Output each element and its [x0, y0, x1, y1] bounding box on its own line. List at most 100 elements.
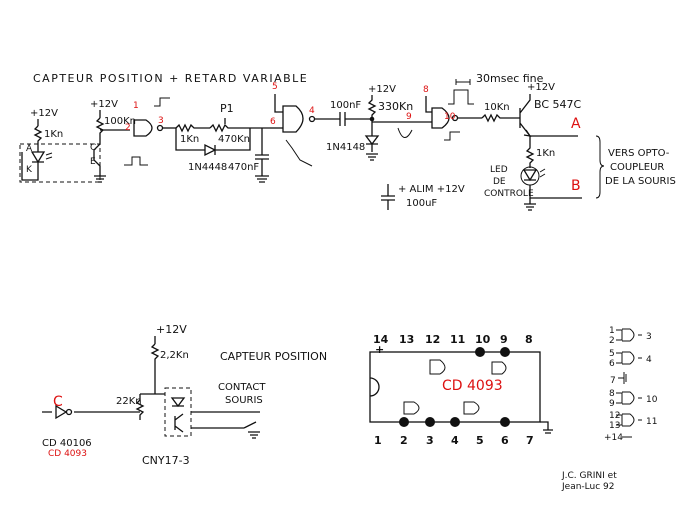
switch-contact — [232, 421, 257, 429]
resistor-2k2 — [150, 343, 160, 394]
chip-bottom-pin-4: 4 — [451, 434, 459, 447]
pin-4: 4 — [309, 106, 315, 116]
chip-gate-upper-1 — [429, 359, 446, 375]
output-brace — [595, 135, 605, 199]
pin-8: 8 — [423, 85, 429, 95]
inverter-cd40106 — [55, 404, 68, 420]
top-title: CAPTEUR POSITION + RETARD VARIABLE — [33, 72, 308, 85]
label-r-1k-b: 1Kn — [180, 134, 199, 145]
capacitor-100nf — [339, 112, 372, 126]
legend-gate-3-out: 10 — [646, 395, 658, 405]
label-r-1k-a: 1Kn — [44, 129, 63, 140]
chip-bottom-pin-5: 5 — [476, 434, 484, 447]
ground-1n4148 — [366, 153, 378, 161]
wave-gate-1-out — [154, 97, 170, 107]
wave-gate-2 — [285, 139, 313, 167]
chip-top-pin-13: 13 — [399, 333, 414, 346]
label-r-100k: 100Kn — [104, 116, 136, 127]
legend-gate-1-in-a: 1 — [609, 326, 615, 336]
label-r-470k: 470Kn — [218, 134, 250, 145]
legend-gate-3-in-b: 9 — [609, 399, 615, 409]
credits-line-1: J.C. GRINI et — [561, 471, 617, 481]
phototransistor-symbol — [93, 136, 101, 176]
resistor-22k — [135, 394, 145, 420]
label-led-1: LED — [490, 165, 508, 175]
output-b: B — [571, 178, 581, 194]
legend-gnd-symbol — [618, 372, 627, 384]
label-diode-a: A — [26, 144, 33, 154]
ir-led-symbol — [30, 151, 46, 164]
chip-top-dot-9 — [500, 347, 510, 357]
chip-top-pin-11: 11 — [450, 333, 465, 346]
capacitor-alim — [381, 184, 395, 210]
label-bc547c: BC 547C — [534, 98, 582, 111]
label-vers-1: VERS OPTO- — [608, 148, 670, 159]
gate-3 — [431, 107, 450, 129]
capacitor-470nf — [255, 128, 269, 170]
wave-gate-1-in — [124, 156, 148, 166]
resistor-1k-c — [525, 144, 535, 168]
led-controle — [522, 169, 538, 182]
chip-gate-upper-2 — [491, 361, 507, 375]
label-vers-3: DE LA SOURIS — [605, 176, 676, 187]
legend-gate-4-in-b: 13 — [609, 421, 620, 431]
legend-gate-3-symbol — [616, 391, 642, 405]
chip-gate-lower-2 — [463, 401, 480, 415]
pin-1: 1 — [133, 101, 139, 111]
label-diode-k: K — [26, 165, 33, 175]
gate-1-bubble — [156, 124, 164, 132]
chip-top-dot-10 — [475, 347, 485, 357]
pin-9: 9 — [406, 112, 412, 122]
label-trans-c: C — [90, 143, 96, 153]
chip-notch — [369, 377, 380, 397]
output-a: A — [571, 116, 581, 132]
led-rays — [539, 168, 546, 178]
opto-led — [170, 397, 186, 408]
label-v12-b: +12V — [90, 99, 118, 110]
chip-bottom-pin-6: 6 — [501, 434, 509, 447]
chip-top-pin-9: 9 — [500, 333, 508, 346]
chip-bottom-dot-6 — [500, 417, 510, 427]
legend-gate-1-in-b: 2 — [609, 336, 615, 346]
chip-bottom-pin-1: 1 — [374, 434, 382, 447]
label-alim-1: + ALIM +12V — [398, 184, 465, 195]
credits-line-2: Jean-Luc 92 — [561, 482, 614, 492]
ground-contact — [248, 431, 260, 439]
legend-gnd-pin: 7 — [610, 376, 616, 386]
label-d-1n4148: 1N4148 — [326, 142, 365, 153]
pulse-wave — [448, 89, 474, 105]
legend-gate-2-in-a: 5 — [609, 349, 615, 359]
legend-gate-2-in-b: 6 — [609, 359, 615, 369]
legend-gate-3-in-a: 8 — [609, 389, 615, 399]
node-330k — [369, 116, 375, 122]
label-contact-2: SOURIS — [225, 395, 263, 406]
pin-10: 10 — [444, 112, 456, 122]
wave-gate-3-out — [444, 131, 460, 141]
label-v12-c: +12V — [368, 84, 396, 95]
wire-diode-gnd — [21, 152, 39, 181]
label-cny17: CNY17-3 — [142, 454, 190, 467]
resistor-10k — [481, 113, 512, 123]
potentiometer-p1 — [209, 118, 240, 133]
label-contact-1: CONTACT — [218, 382, 266, 393]
chip-bottom-dot-3 — [425, 417, 435, 427]
label-led-2: DE — [493, 177, 506, 187]
label-b-title: CAPTEUR POSITION — [220, 350, 327, 363]
chip-top-pin-12: 12 — [425, 333, 440, 346]
wire-gate3-pin8 — [425, 96, 432, 113]
label-c-470nf: 470nF — [228, 162, 259, 173]
chip-gnd — [540, 421, 553, 434]
label-cd4093-red: CD 4093 — [48, 449, 87, 459]
chip-bottom-dot-4 — [450, 417, 460, 427]
resistor-1k-b — [175, 123, 198, 133]
gate-2 — [282, 105, 304, 133]
resistor-100k — [95, 117, 105, 136]
label-c-100nf: 100nF — [330, 100, 361, 111]
resistor-1k-a — [33, 125, 43, 146]
wire-diode-path — [175, 128, 251, 151]
label-r-330k: 330Kn — [378, 100, 413, 113]
label-cd40106: CD 40106 — [42, 438, 92, 449]
pin-3: 3 — [158, 116, 164, 126]
wave-330k — [397, 127, 413, 138]
label-r-2k2: 2,2Kn — [160, 350, 189, 361]
